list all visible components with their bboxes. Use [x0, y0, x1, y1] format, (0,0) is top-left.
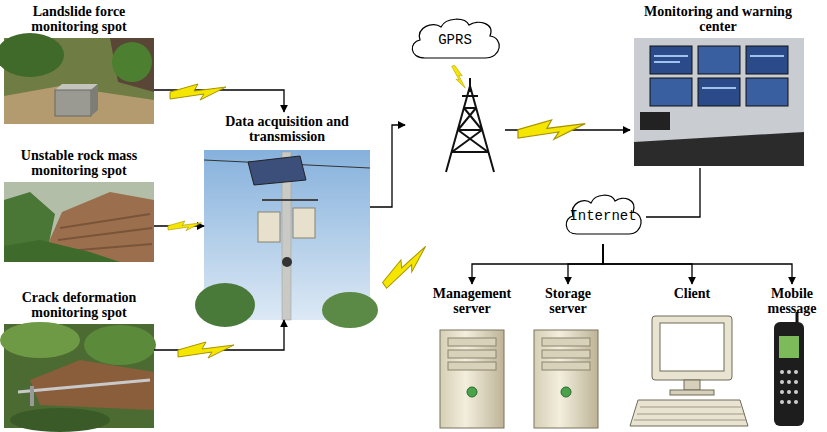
- cloud-node: Internet: [560, 190, 646, 244]
- connector-arrow: [603, 244, 792, 284]
- photo-node: Management server: [418, 284, 526, 430]
- node-heading: Mobile message: [760, 287, 824, 316]
- photo-node: Landslide force monitoring spot: [4, 2, 154, 126]
- wireless-bolt: [168, 221, 202, 231]
- center-photo: [634, 38, 804, 166]
- cloud-label: GPRS: [405, 14, 505, 62]
- rock-mass-photo: [4, 182, 154, 262]
- server-icon: [534, 330, 598, 428]
- connector-arrow: [472, 244, 603, 284]
- node-heading: Storage server: [528, 287, 608, 316]
- wireless-bolt: [178, 342, 234, 358]
- wireless-bolt: [451, 64, 466, 90]
- node-heading: Client: [640, 287, 744, 302]
- node-heading: Landslide force monitoring spot: [4, 5, 154, 34]
- photo-node: Crack deformation monitoring spot: [4, 288, 154, 428]
- node-heading: Monitoring and warning center: [630, 5, 806, 34]
- wireless-bolt: [170, 84, 226, 100]
- cloud-label: Internet: [560, 190, 646, 238]
- node-heading: Data acquisition and transmission: [204, 115, 370, 144]
- connector-arrow: [646, 168, 700, 217]
- photo-node: Client: [640, 284, 744, 430]
- connector-arrow: [568, 244, 603, 284]
- wireless-bolt: [378, 244, 433, 289]
- connector-arrow: [154, 320, 284, 350]
- landslide-photo: [0, 33, 154, 124]
- cloud-node: GPRS: [405, 14, 505, 174]
- computer-icon: [630, 316, 748, 426]
- pole-photo: [195, 150, 378, 328]
- photo-node: Mobile message: [760, 284, 824, 430]
- photo-node: Unstable rock mass monitoring spot: [4, 146, 154, 264]
- phone-icon: [774, 312, 804, 426]
- server-icon: [440, 330, 504, 428]
- crack-photo: [0, 322, 156, 432]
- wireless-bolt: [518, 120, 585, 139]
- node-heading: Crack deformation monitoring spot: [4, 291, 154, 320]
- photo-node: Monitoring and warning center: [630, 2, 806, 168]
- photo-node: Storage server: [528, 284, 608, 430]
- photo-node: Data acquisition and transmission: [204, 112, 370, 320]
- connector-arrow: [370, 125, 405, 207]
- node-heading: Management server: [418, 287, 526, 316]
- node-heading: Unstable rock mass monitoring spot: [4, 149, 154, 178]
- gprs-tower: [446, 78, 494, 172]
